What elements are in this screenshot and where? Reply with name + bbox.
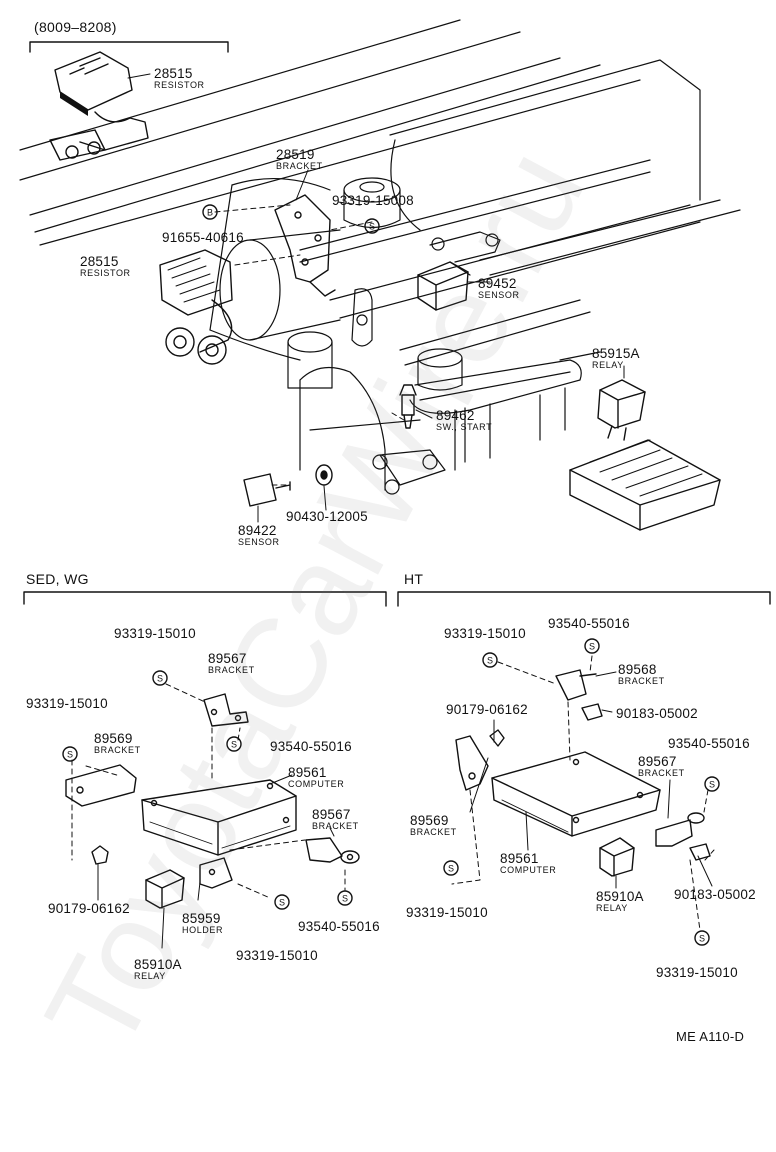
bracket-89567-right bbox=[655, 812, 705, 847]
resistor-28515-top bbox=[49, 51, 149, 161]
sed-wg-bracket bbox=[23, 591, 387, 607]
screw-markers-left bbox=[62, 670, 353, 910]
part-label-91655-40616: 91655-40616 bbox=[162, 230, 244, 245]
clip-90183-right bbox=[489, 703, 711, 861]
part-label-90430-12005: 90430-12005 bbox=[286, 509, 368, 524]
part-label-93319-15010-left-a: 93319-15010 bbox=[114, 626, 196, 641]
bracket-89567-upper-left bbox=[203, 693, 249, 727]
part-label-93319-15010-right-b: 93319-15010 bbox=[406, 905, 488, 920]
gasket-90430 bbox=[315, 464, 333, 486]
part-label-93540-55016-left-a: 93540-55016 bbox=[270, 739, 352, 754]
switch-89462 bbox=[399, 384, 417, 429]
range-bracket bbox=[29, 41, 229, 53]
part-label-90179-06162-right: 90179-06162 bbox=[446, 702, 528, 717]
part-label-93319-15010-right-a: 93319-15010 bbox=[444, 626, 526, 641]
group-label-sed-wg: SED, WG bbox=[26, 571, 89, 587]
bracket-28519 bbox=[274, 194, 336, 297]
part-label-93319-15010-left-b: 93319-15010 bbox=[26, 696, 108, 711]
bracket-89569-right bbox=[455, 735, 489, 791]
part-label-90179-06162-left: 90179-06162 bbox=[48, 901, 130, 916]
part-label-93540-55016-right-b: 93540-55016 bbox=[668, 736, 750, 751]
sensor-89422 bbox=[243, 473, 291, 507]
part-label-93540-55016-left-b: 93540-55016 bbox=[298, 919, 380, 934]
sensor-89452 bbox=[417, 261, 469, 311]
range-label: (8009–8208) bbox=[34, 19, 117, 35]
screw-markers-right bbox=[443, 638, 720, 946]
diagram-code: ME A110-D bbox=[676, 1029, 745, 1044]
holder-85959 bbox=[199, 857, 233, 889]
bracket-89569-left bbox=[65, 764, 137, 807]
bolt-marker-b bbox=[202, 204, 218, 220]
leader-lines-top bbox=[214, 201, 405, 486]
part-label-90183-05002-right-b: 90183-05002 bbox=[674, 887, 756, 902]
group-label-ht: HT bbox=[404, 571, 424, 587]
part-label-93540-55016-right-a: 93540-55016 bbox=[548, 616, 630, 631]
clip-90179-left bbox=[91, 845, 109, 865]
engine-outline bbox=[19, 19, 741, 495]
bracket-89568-right bbox=[555, 669, 597, 701]
part-label-90183-05002-right-a: 90183-05002 bbox=[616, 706, 698, 721]
resistor-28515-lower bbox=[159, 249, 233, 365]
part-label-93319-15010-left-c: 93319-15010 bbox=[236, 948, 318, 963]
relay-85910a-right bbox=[599, 837, 635, 877]
junction-block bbox=[569, 439, 721, 531]
relay-85910a-left bbox=[145, 869, 185, 909]
ht-bracket bbox=[397, 591, 771, 607]
screw-marker-top bbox=[364, 218, 380, 234]
part-label-93319-15010-right-c: 93319-15010 bbox=[656, 965, 738, 980]
computer-89561-left bbox=[141, 779, 297, 856]
bracket-89567-lower-left bbox=[305, 837, 360, 864]
label-leaders bbox=[97, 73, 713, 949]
computer-89561-right bbox=[491, 751, 661, 837]
part-label-93319-15008: 93319-15008 bbox=[332, 193, 414, 208]
leader-lines-right bbox=[451, 655, 715, 931]
relay-85915a bbox=[597, 379, 646, 441]
